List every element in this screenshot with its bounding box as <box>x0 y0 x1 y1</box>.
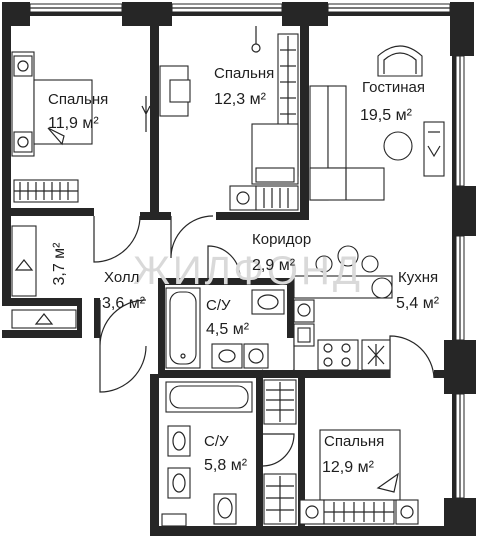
room-area-hall: 3,6 м² <box>102 295 146 312</box>
bedroom2-furniture <box>159 26 299 211</box>
room-area-bedroom1: 11,9 м² <box>48 115 99 132</box>
room-area-closet: 3,7 м² <box>51 242 68 286</box>
watermark: ЖИЛФОНД <box>133 249 363 293</box>
room-area-bath2: 5,8 м² <box>204 457 248 474</box>
room-name-kitchen: Кухня <box>398 269 438 286</box>
room-name-living: Гостиная <box>362 79 425 96</box>
kitchen-furniture <box>293 245 393 371</box>
bedroom3-furniture <box>299 429 419 525</box>
room-area-living: 19,5 м² <box>360 107 413 124</box>
living-furniture <box>309 45 445 201</box>
room-area-bedroom3: 12,9 м² <box>322 459 375 476</box>
room-name-corridor: Коридор <box>252 231 311 248</box>
bedroom1-furniture <box>11 51 151 203</box>
closet-furniture <box>11 225 77 329</box>
wardrobes <box>263 379 297 525</box>
room-area-bath1: 4,5 м² <box>206 321 250 338</box>
room-area-corridor: 2,9 м² <box>252 257 296 274</box>
room-area-kitchen: 5,4 м² <box>396 295 440 312</box>
room-name-bath2: С/У <box>204 433 229 450</box>
room-name-bedroom3: Спальня <box>324 433 384 450</box>
bath1-furniture <box>165 287 285 369</box>
room-area-bedroom2: 12,3 м² <box>214 91 267 108</box>
bath2-furniture <box>161 381 253 527</box>
room-labels: Спальня 11,9 м² Спальня 12,3 м² Гостиная… <box>48 65 440 476</box>
room-name-bedroom2: Спальня <box>214 65 274 82</box>
room-name-hall: Холл <box>104 269 139 286</box>
doors <box>93 215 435 467</box>
room-name-bath1: С/У <box>206 297 231 314</box>
walls <box>2 2 476 536</box>
room-name-bedroom1: Спальня <box>48 91 108 108</box>
